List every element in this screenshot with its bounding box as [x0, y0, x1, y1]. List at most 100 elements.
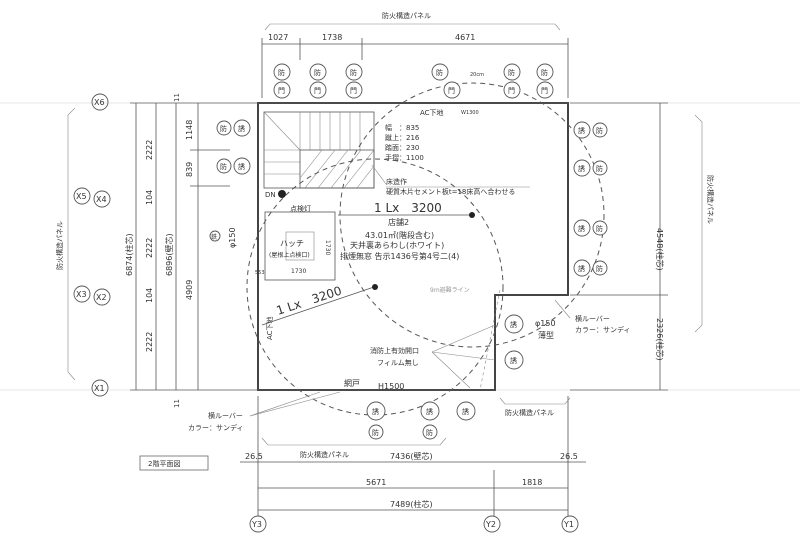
guide-light: 門 [536, 81, 554, 99]
svg-text:誘: 誘 [238, 162, 245, 171]
dim-2222-mid: 2222 [145, 238, 154, 258]
svg-text:防: 防 [220, 162, 227, 171]
fire-detector: 防 [536, 63, 554, 81]
svg-text:誘: 誘 [510, 356, 517, 365]
hatch-width: 1730 [291, 268, 306, 275]
guide-light: 誘 [504, 314, 524, 334]
dim-1027: 1027 [268, 33, 288, 42]
top-dimensions: 1027 1738 4671 [261, 33, 569, 98]
no-window-note: 排煙無窓 告示1436号第4号二(4) [340, 251, 459, 261]
left-dimensions: 防火構造パネル 2222 104 2222 104 2222 6874(柱芯) … [55, 93, 258, 408]
svg-text:防: 防 [278, 68, 285, 77]
svg-text:門: 門 [541, 87, 548, 95]
grid-x6: X6 [94, 98, 105, 107]
guide-light: 門 [273, 81, 291, 99]
bottom-panel-label: 防火構造パネル [300, 450, 349, 459]
dim-4548: 4548(柱芯) [655, 228, 665, 271]
guide-light: 誘 [420, 401, 440, 421]
floor-finish: 床造作 [386, 177, 407, 186]
svg-text:門: 門 [350, 87, 357, 95]
dim-104-top: 104 [145, 190, 154, 205]
fire-detector: 防 [309, 63, 327, 81]
grid-x1: X1 [94, 384, 105, 393]
vent-top-label: 20cm [470, 72, 484, 78]
floor-finish-detail: 硬質木片セメント板t=18床高へ合わせる [386, 187, 515, 196]
svg-text:門: 門 [314, 87, 321, 95]
guide-light: 門 [443, 81, 461, 99]
dim-839: 839 [185, 162, 194, 177]
svg-text:防: 防 [508, 68, 515, 77]
svg-text:門: 門 [508, 87, 515, 95]
fire-detector: 防 [368, 424, 384, 440]
fire-detector: 防 [273, 63, 291, 81]
svg-text:誘: 誘 [578, 264, 585, 273]
floor-plan-title: 2階平面図 [148, 459, 180, 468]
grid-x3: X3 [76, 290, 87, 299]
dim-4671: 4671 [455, 33, 475, 42]
dim-2222-bottom: 2222 [145, 332, 154, 352]
svg-text:誘: 誘 [578, 164, 585, 173]
dim-26-5-left: 26.5 [245, 452, 263, 461]
svg-text:防: 防 [596, 224, 603, 233]
building-walls [0, 102, 800, 391]
dim-2222-top: 2222 [145, 140, 154, 160]
right-annotations: φ150 薄型 横ルーバー カラー：サンディ 消防上有効開口 フィルム無し 網戸… [139, 299, 631, 471]
dim-26-5-right: 26.5 [560, 452, 578, 461]
guide-light: 誘 [504, 350, 524, 370]
dim-6874: 6874(柱芯) [124, 233, 134, 276]
dim-11-bottom: 11 [173, 399, 181, 408]
bottom-right-panel-label: 防火構造パネル [505, 408, 554, 417]
lx-top: 1 Lx 3200 [374, 201, 442, 215]
fire-detector: 防 [345, 63, 363, 81]
svg-text:誘: 誘 [238, 124, 245, 133]
room-area: 43.01㎡(階段含む) [365, 230, 434, 240]
guide-light: 門 [345, 81, 363, 99]
fire-detector: 防 [592, 122, 608, 138]
guide-light: 門 [503, 81, 521, 99]
fire-detector: 防 [216, 120, 232, 136]
duct-left-icon: 鉄 [211, 233, 217, 241]
top-panel-bracket: 防火構造パネル [264, 11, 561, 31]
fire-detector: 防 [503, 63, 521, 81]
fire-detector: 防 [422, 424, 438, 440]
svg-text:防: 防 [350, 68, 357, 77]
louver-right-color: カラー：サンディ [575, 325, 631, 334]
dim-1738: 1738 [322, 33, 342, 42]
dim-4909: 4909 [185, 280, 194, 300]
grid-x5: X5 [76, 192, 87, 201]
room-notes: 床造作 硬質木片セメント板t=18床高へ合わせる 1 Lx 3200 店舗2 4… [338, 164, 530, 261]
grid-y2: Y2 [485, 520, 496, 529]
stair-rail: 手摺：1100 [385, 153, 424, 162]
dim-1818: 1818 [522, 478, 542, 487]
bottom-dimensions: 26.5 26.5 7436(壁芯) 防火構造パネル 5671 1818 748… [240, 396, 586, 516]
guide-light: 誘 [573, 121, 591, 139]
screen-door: 網戸 [344, 378, 360, 388]
dim-11-top: 11 [173, 93, 181, 102]
svg-text:誘: 誘 [578, 126, 585, 135]
guide-light: 誘 [366, 401, 386, 421]
svg-text:防: 防 [220, 124, 227, 133]
guide-light: 誘 [233, 157, 251, 175]
fire-detector: 防 [431, 63, 449, 81]
svg-text:防: 防 [426, 428, 433, 437]
louver-left: 横ルーバー [208, 411, 243, 420]
svg-text:防: 防 [372, 428, 379, 437]
louver-left-color: カラー：サンディ [188, 423, 244, 432]
guide-light: 誘 [573, 259, 591, 277]
svg-text:防: 防 [596, 126, 603, 135]
fire-detector: 防 [592, 260, 608, 276]
top-panel-label: 防火構造パネル [382, 11, 431, 20]
dn-arrow-icon [278, 190, 286, 198]
right-panel-label: 防火構造パネル [706, 175, 715, 224]
ac-left: AC下地 [265, 316, 274, 340]
stair-rise: 蹴上：216 [385, 133, 420, 142]
stair-width: 幅 ：835 [385, 123, 419, 132]
dim-6896: 6896(壁芯) [164, 233, 174, 276]
stair: 幅 ：835 蹴上：216 踏面：230 手摺：1100 AC下地 W1300 … [263, 72, 484, 189]
grid-bubbles: X6 X5 X4 X3 X2 X1 Y3 Y2 Y1 [73, 93, 579, 533]
svg-text:誘: 誘 [578, 224, 585, 233]
fire-detector: 防 [216, 158, 232, 174]
fire-opening: 消防上有効開口 [370, 346, 419, 355]
grid-y1: Y1 [563, 520, 574, 529]
